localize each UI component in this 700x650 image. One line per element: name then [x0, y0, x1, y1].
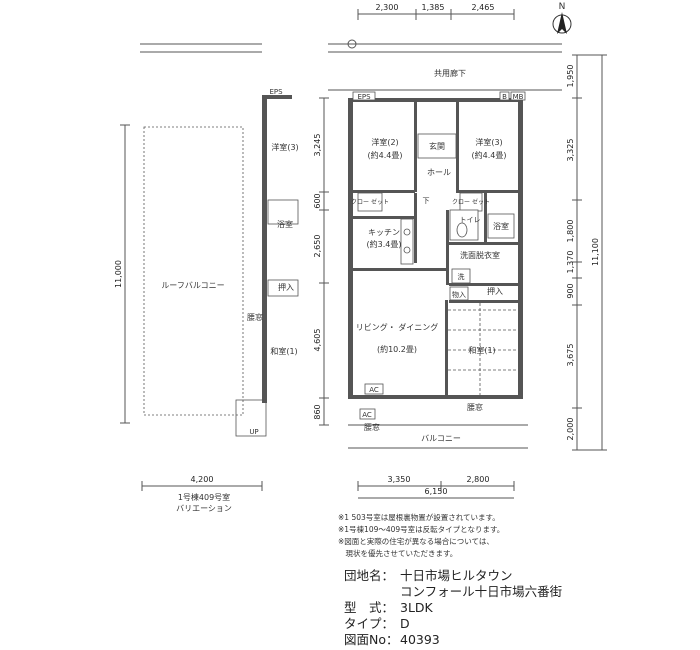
- dim-bottom-1: 3,350: [388, 475, 411, 484]
- label-storage: 押入: [487, 286, 503, 296]
- type-value: 3LDK: [400, 600, 433, 615]
- dim-right-total: 11,100: [591, 238, 600, 266]
- note-4: 現状を優先させていただきます。: [338, 549, 458, 558]
- type-row: 型 式： 3LDK: [344, 600, 562, 616]
- dim-right-7: 2,000: [566, 418, 575, 441]
- label-balcony: バルコニー: [421, 434, 461, 443]
- dim-right-3: 1,800: [566, 220, 575, 243]
- label-shoe-cabinet: 下: [423, 197, 430, 205]
- complex-row-1: 団地名： 十日市場ヒルタウン: [344, 568, 562, 584]
- main-unit-plan: 共用廊下 EPS B MB 玄関 ホール 洋室(2) (約4.4畳): [328, 39, 562, 449]
- drawing-value: 40393: [400, 632, 440, 647]
- label-western-room-2: 洋室(2): [371, 137, 398, 147]
- label-eps: EPS: [357, 93, 371, 101]
- kind-row: タイプ： D: [344, 616, 562, 632]
- type-label: 型 式：: [344, 600, 395, 615]
- label-hall: ホール: [427, 168, 451, 177]
- left-dimension-line: 11,000: [114, 124, 130, 424]
- label-mb: MB: [513, 93, 524, 101]
- label-ac-1: AC: [369, 386, 379, 394]
- right-dimension-lines: 1,950 3,325 1,800 1,370 900 3,675 2,000 …: [566, 54, 607, 451]
- north-compass-icon: N: [552, 2, 572, 34]
- top-dimension-line: 2,300 1,385 2,465: [357, 3, 515, 20]
- variation-plan: EPS ルーフバルコニー 洋室(3) 浴室 押入 腰窓 和室(1) UP: [140, 43, 299, 437]
- dim-bottom-total: 6,150: [425, 487, 448, 496]
- dim-mid-5: 860: [313, 404, 322, 419]
- label-entrance: 玄関: [429, 141, 445, 151]
- dim-left-total: 11,000: [114, 260, 123, 288]
- label-wash-machine: 洗: [458, 272, 465, 281]
- note-2: ※1号棟109～409号室は反転タイプとなります。: [338, 525, 505, 534]
- kind-value: D: [400, 616, 410, 631]
- dim-variation-width: 4,200: [191, 475, 214, 484]
- dim-top-3: 2,465: [472, 3, 495, 12]
- variation-caption-line-2: バリエーション: [176, 504, 232, 513]
- label-western-room-3-size: (約4.4畳): [472, 150, 507, 160]
- label-living-dining: リビング・ ダイニング: [356, 322, 439, 332]
- dim-bottom-2: 2,800: [467, 475, 490, 484]
- dim-mid-1: 3,245: [313, 134, 322, 157]
- dim-right-5: 900: [566, 283, 575, 298]
- label-storage-small: 物入: [452, 290, 466, 299]
- note-1: ※1 503号室は屋根裏物置が設置されています。: [338, 513, 500, 522]
- complex-row-2: コンフォール十日市場六番街: [344, 584, 562, 600]
- label-ac-2: AC: [362, 411, 372, 419]
- label-b: B: [502, 93, 507, 101]
- label-kitchen-size: (約3.4畳): [367, 239, 402, 249]
- label-koshimado-2: 腰窓: [364, 422, 380, 432]
- variation-caption: 1号棟409号室 バリエーション: [176, 492, 232, 513]
- label-var-western-room-3: 洋室(3): [271, 142, 298, 152]
- drawing-label: 図面No：: [344, 632, 399, 647]
- dim-right-2: 3,325: [566, 139, 575, 162]
- label-var-up: UP: [249, 428, 258, 436]
- label-var-koshimado: 腰窓: [247, 312, 263, 322]
- label-western-room-3: 洋室(3): [475, 137, 502, 147]
- complex-label: 団地名：: [344, 568, 395, 583]
- variation-caption-line-1: 1号棟409号室: [178, 492, 230, 502]
- dim-right-1: 1,950: [566, 65, 575, 88]
- label-closet-2: クロー ゼット: [452, 198, 490, 206]
- dim-right-6: 3,675: [566, 344, 575, 367]
- bottom-dimension-lines: 3,350 2,800 6,150 4,200: [141, 475, 515, 499]
- dim-mid-3: 2,650: [313, 235, 322, 258]
- label-japanese-room: 和室(1): [468, 345, 495, 355]
- label-common-corridor: 共用廊下: [434, 68, 466, 78]
- label-koshimado: 腰窓: [467, 402, 483, 412]
- label-closet-1: クロー ゼット: [351, 198, 389, 206]
- property-info: 団地名： 十日市場ヒルタウン コンフォール十日市場六番街 型 式： 3LDK タイプ…: [344, 568, 562, 648]
- complex-name-2: コンフォール十日市場六番街: [400, 584, 563, 599]
- compass-label: N: [559, 2, 566, 12]
- label-var-storage: 押入: [278, 282, 294, 292]
- notes: ※1 503号室は屋根裏物置が設置されています。 ※1号棟109～409号室は反…: [338, 512, 688, 560]
- label-var-bath: 浴室: [277, 219, 293, 229]
- label-toilet: トイレ: [460, 216, 481, 224]
- complex-name-1: 十日市場ヒルタウン: [400, 568, 513, 583]
- label-western-room-2-size: (約4.4畳): [368, 150, 403, 160]
- label-living-dining-size: (約10.2畳): [377, 344, 417, 354]
- dim-top-2: 1,385: [422, 3, 445, 12]
- dim-mid-2: 600: [313, 193, 322, 208]
- dim-mid-4: 4,605: [313, 329, 322, 352]
- label-var-eps: EPS: [269, 88, 283, 96]
- label-washroom: 洗面脱衣室: [460, 250, 500, 260]
- middle-dimension-lines: 3,245 600 2,650 4,605 860: [313, 97, 329, 426]
- label-var-japanese-room: 和室(1): [270, 346, 297, 356]
- dim-right-4: 1,370: [566, 251, 575, 274]
- note-3: ※図面と実際の住宅が異なる場合については、: [338, 537, 494, 546]
- label-bath: 浴室: [493, 221, 509, 231]
- kind-label: タイプ：: [344, 616, 395, 631]
- label-kitchen: キッチン: [368, 228, 400, 237]
- dim-top-1: 2,300: [376, 3, 399, 12]
- label-roof-balcony: ルーフバルコニー: [161, 281, 224, 290]
- drawing-row: 図面No：40393: [344, 632, 562, 648]
